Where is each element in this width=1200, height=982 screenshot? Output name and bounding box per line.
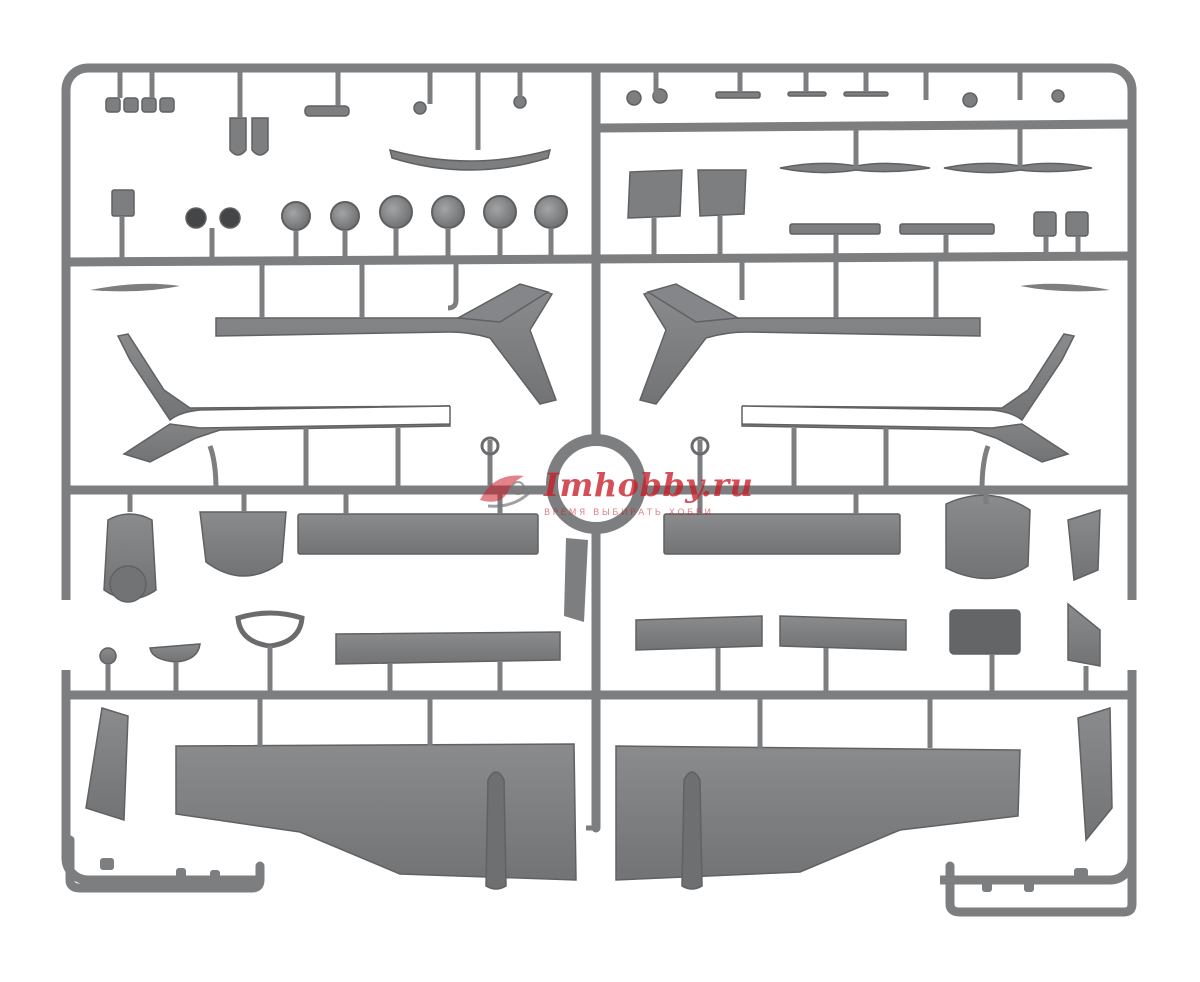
tail-boom-lower-left <box>116 333 451 463</box>
tail-boom-lower-right <box>741 333 1076 463</box>
gates-wings <box>257 695 933 831</box>
gates-top-right <box>651 70 1081 258</box>
small-parts-bottom <box>100 858 1088 892</box>
small-parts-top-left <box>105 95 552 229</box>
gates-top <box>117 70 523 262</box>
wheels-row <box>281 195 568 262</box>
middle-left-parts <box>85 511 561 822</box>
center-strut <box>564 538 588 622</box>
gates-booms <box>207 258 991 491</box>
frame-bottom-runners <box>65 835 1137 917</box>
gates-middle <box>105 440 1089 695</box>
small-loops-center <box>480 436 710 456</box>
frame-gap-right <box>1126 600 1140 670</box>
tailplanes-small <box>90 283 1110 292</box>
middle-right-parts <box>635 494 1113 842</box>
frame-gap-left <box>60 600 74 670</box>
frame-gap <box>260 870 940 890</box>
wing-right <box>615 745 1021 890</box>
wing-left <box>175 743 577 890</box>
center-ring <box>546 434 646 534</box>
tail-boom-upper-left <box>215 283 557 405</box>
tail-boom-upper-right <box>639 283 981 405</box>
